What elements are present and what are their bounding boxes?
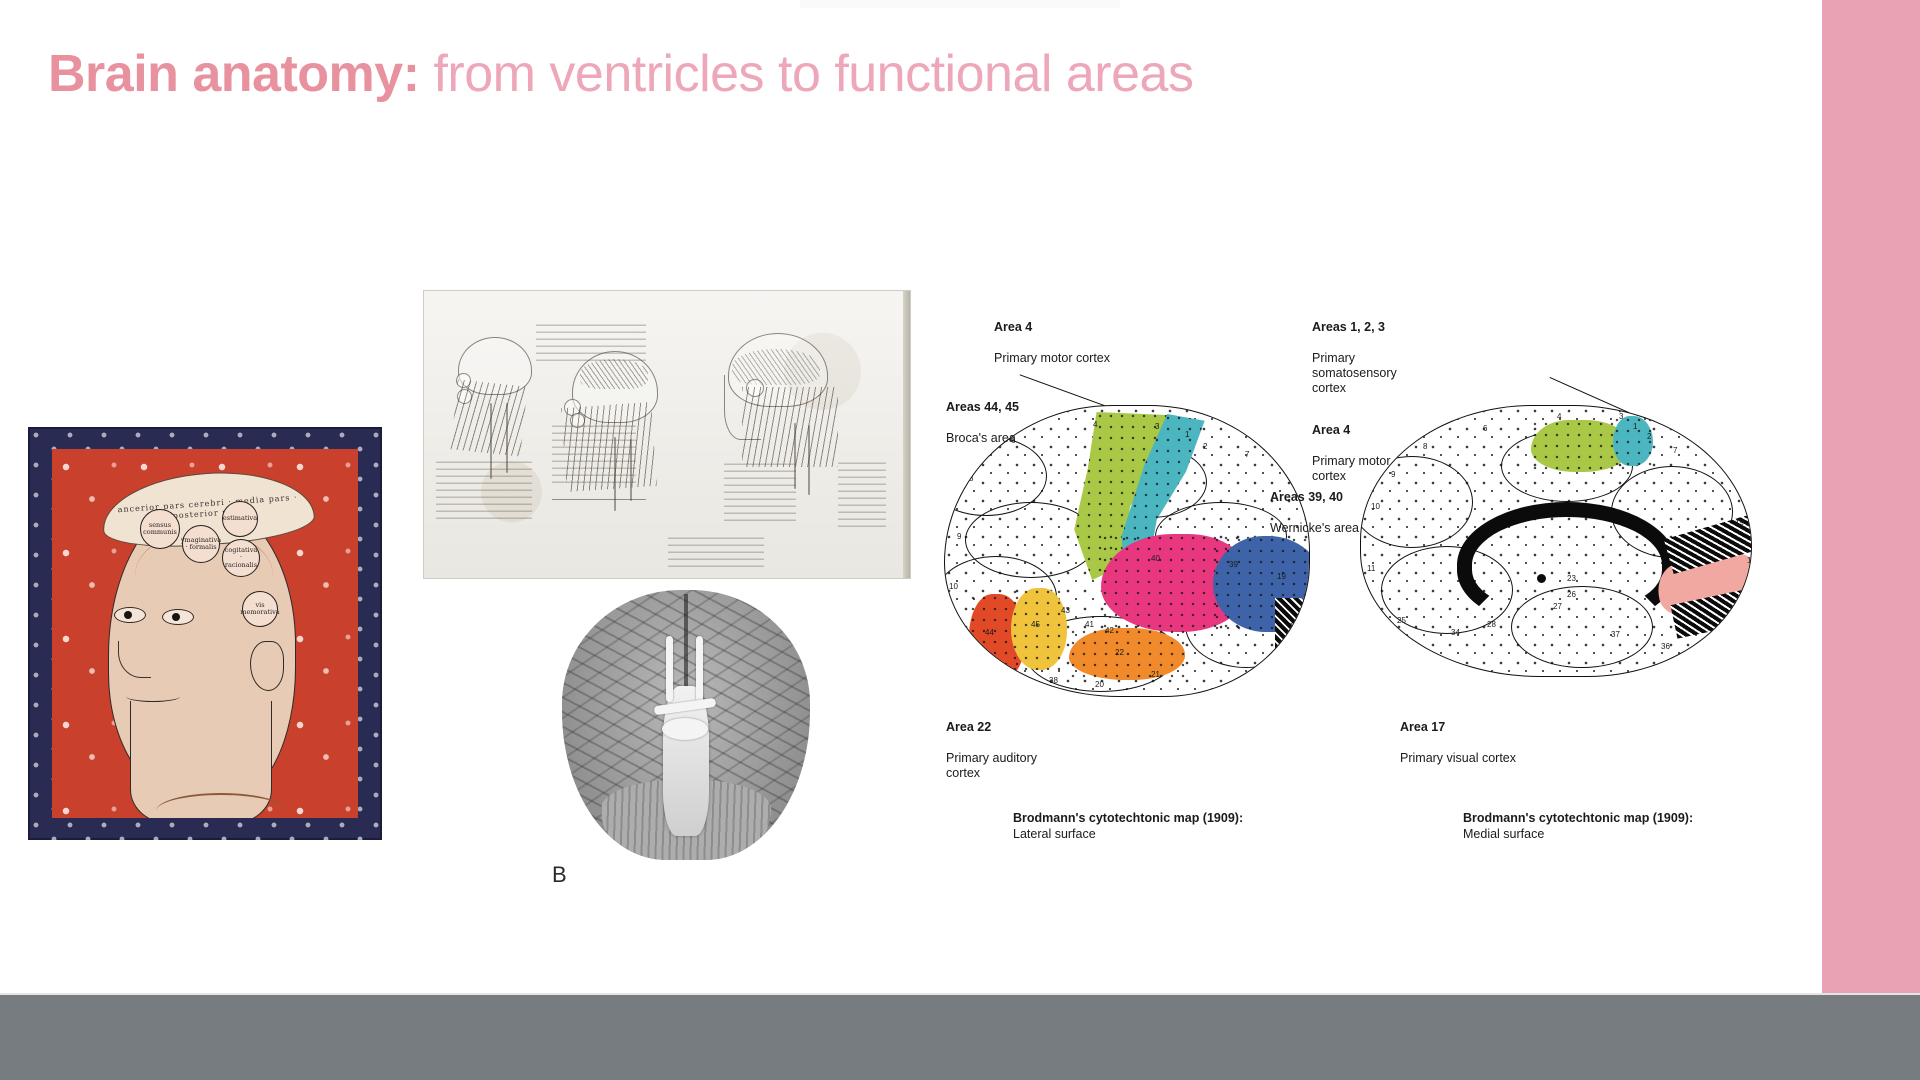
caption-medial-surface: Brodmann's cytotechtonic map (1909): Med… — [1463, 811, 1694, 842]
figure-medieval-manuscript[interactable]: ancerior pars cerebri · media pars · pos… — [28, 427, 382, 840]
mammillary-bodies — [662, 718, 708, 740]
manuscript-field: ancerior pars cerebri · media pars · pos… — [52, 449, 358, 818]
label-areas-44-45: Areas 44, 45 Broca's area — [946, 400, 1019, 445]
label-areas-1-2-3: Areas 1, 2, 3 Primary somatosensory cort… — [1312, 320, 1397, 396]
manuscript-eye-far — [114, 607, 146, 623]
leonardo-nerve-fan-right — [742, 387, 838, 467]
figure-leonardo-sketch[interactable] — [424, 291, 910, 578]
label-area-4-medial: Area 4 Primary motor cortex — [1312, 423, 1391, 483]
page-title-rest: from ventricles to functional areas — [419, 45, 1194, 103]
manuscript-cell-4: cogitativa · racionalis — [222, 539, 260, 577]
manuscript-eye-near — [162, 609, 194, 625]
right-panel-notch — [1792, 318, 1822, 858]
right-accent-panel — [1822, 0, 1920, 995]
manuscript-head-drawing: ancerior pars cerebri · media pars · pos… — [99, 465, 317, 818]
label-areas-39-40: Areas 39, 40 Wernicke's area — [1270, 490, 1359, 535]
inferior-brain-body — [562, 590, 810, 860]
zone-parietal-blue — [1213, 536, 1309, 632]
manuscript-cell-5: vis memorativa — [240, 591, 280, 627]
caption-lateral-surface: Brodmann's cytotechtonic map (1909): Lat… — [1013, 811, 1244, 842]
lateral-occipital-hatch — [1275, 598, 1309, 682]
zone-area-22-orange — [1069, 628, 1185, 680]
leonardo-mirror-text-mid — [552, 423, 636, 483]
label-area-22: Area 22 Primary auditory cortex — [946, 720, 1037, 780]
leonardo-mirror-text-bottom — [668, 537, 764, 567]
manuscript-collar — [156, 793, 286, 818]
label-area-17: Area 17 Primary visual cortex — [1400, 720, 1516, 765]
footer-bar — [0, 995, 1920, 1080]
olfactory-tract-right — [696, 636, 703, 702]
manuscript-cell-1: sensus communis — [140, 509, 180, 549]
leonardo-nerve-mid-1 — [614, 437, 616, 511]
top-ui-strip — [800, 0, 1120, 8]
leonardo-ventricle-hatch-mid — [580, 359, 648, 389]
page-title-bold: Brain anatomy: — [48, 45, 420, 103]
leonardo-mirror-text-far-right — [838, 461, 886, 527]
figure-inferior-brain[interactable]: B — [552, 590, 820, 890]
medial-gyrus-1 — [1361, 456, 1473, 548]
thalamus-marker — [1537, 574, 1546, 583]
label-area-4-lateral: Area 4 Primary motor cortex — [994, 320, 1110, 365]
corpus-callosum — [1457, 502, 1677, 628]
leonardo-nerve-left-2 — [506, 403, 508, 473]
leonardo-mirror-text-left — [436, 459, 532, 519]
leonardo-nerve-right-1 — [794, 423, 796, 489]
page-title: Brain anatomy: from ventricles to functi… — [48, 44, 1194, 104]
leonardo-page-edge — [903, 291, 910, 578]
brodmann-medial-hemisphere: 10 9 11 8 6 4 3 1 2 7 19 18 17 23 26 27 … — [1360, 405, 1752, 677]
manuscript-cell-3: estimativa — [222, 501, 258, 537]
leonardo-mirror-text-top — [536, 319, 646, 361]
figure-panel-letter: B — [552, 862, 567, 887]
leonardo-nerve-fan-left — [450, 379, 528, 457]
manuscript-mouth — [126, 691, 180, 702]
olfactory-tract-left — [666, 636, 673, 702]
manuscript-cell-2: ymaginativa · formalis — [181, 525, 221, 563]
leonardo-nerve-mid-2 — [630, 439, 632, 501]
footer-divider — [0, 993, 1920, 995]
manuscript-ear — [250, 641, 284, 691]
zone-medial-areas-1-2-3-teal — [1613, 416, 1653, 466]
brodmann-lateral-hemisphere: 8 9 10 6 4 3 1 2 7 40 39 19 18 17 22 21 … — [944, 405, 1310, 697]
leonardo-mirror-text-right — [724, 459, 796, 521]
leonardo-scale-bar — [552, 499, 646, 501]
zone-area-45-yellow — [1011, 588, 1067, 670]
leonardo-nerve-left-1 — [490, 403, 492, 479]
figure-brodmann-maps[interactable]: 8 9 10 6 4 3 1 2 7 40 39 19 18 17 22 21 … — [930, 305, 1840, 865]
leonardo-nerve-right-2 — [808, 425, 810, 495]
